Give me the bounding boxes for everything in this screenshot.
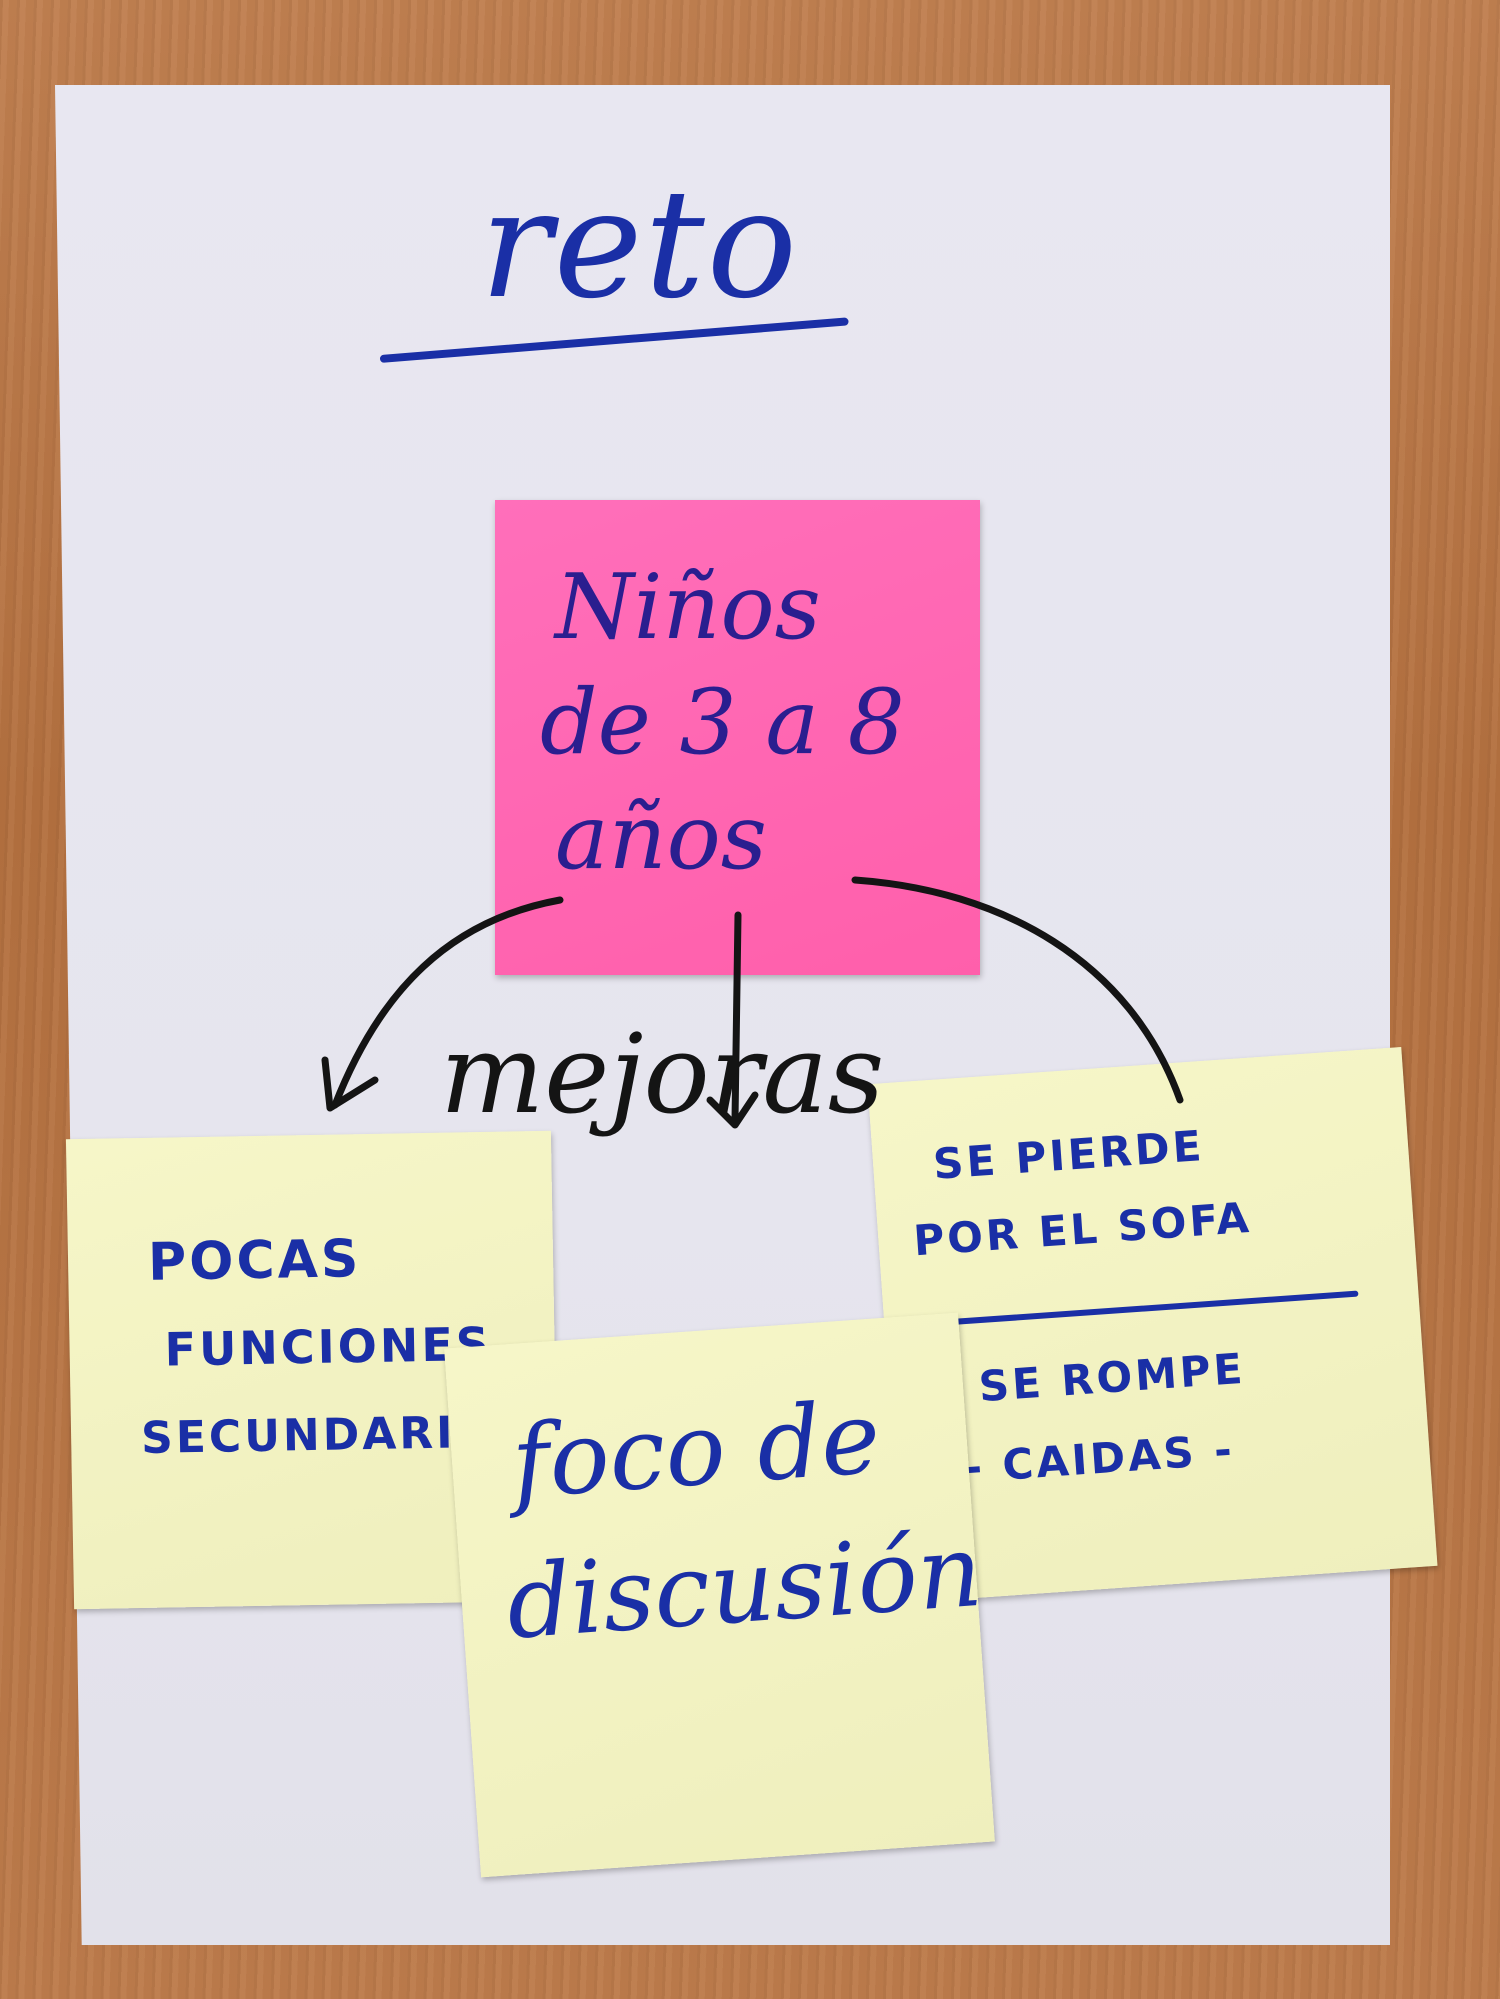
- center-note-line: discusión: [502, 1511, 986, 1662]
- right-arrow: [851, 876, 1184, 1104]
- center-note-line: foco de: [508, 1378, 884, 1521]
- left-arrowhead: [321, 1056, 379, 1112]
- connector-label: mejoras: [440, 1010, 885, 1138]
- pink-note-line: Niños: [555, 555, 821, 660]
- pink-sticky-note: Niños de 3 a 8 años: [495, 500, 980, 975]
- left-arrow: [331, 896, 564, 1109]
- center-arrowhead: [706, 1091, 759, 1129]
- center-arrow: [731, 911, 742, 1124]
- title-text: reto: [480, 158, 800, 332]
- pink-note-line: de 3 a 8: [540, 670, 905, 775]
- center-sticky-note: foco de discusión: [444, 1312, 995, 1878]
- pink-note-line: años: [555, 785, 767, 890]
